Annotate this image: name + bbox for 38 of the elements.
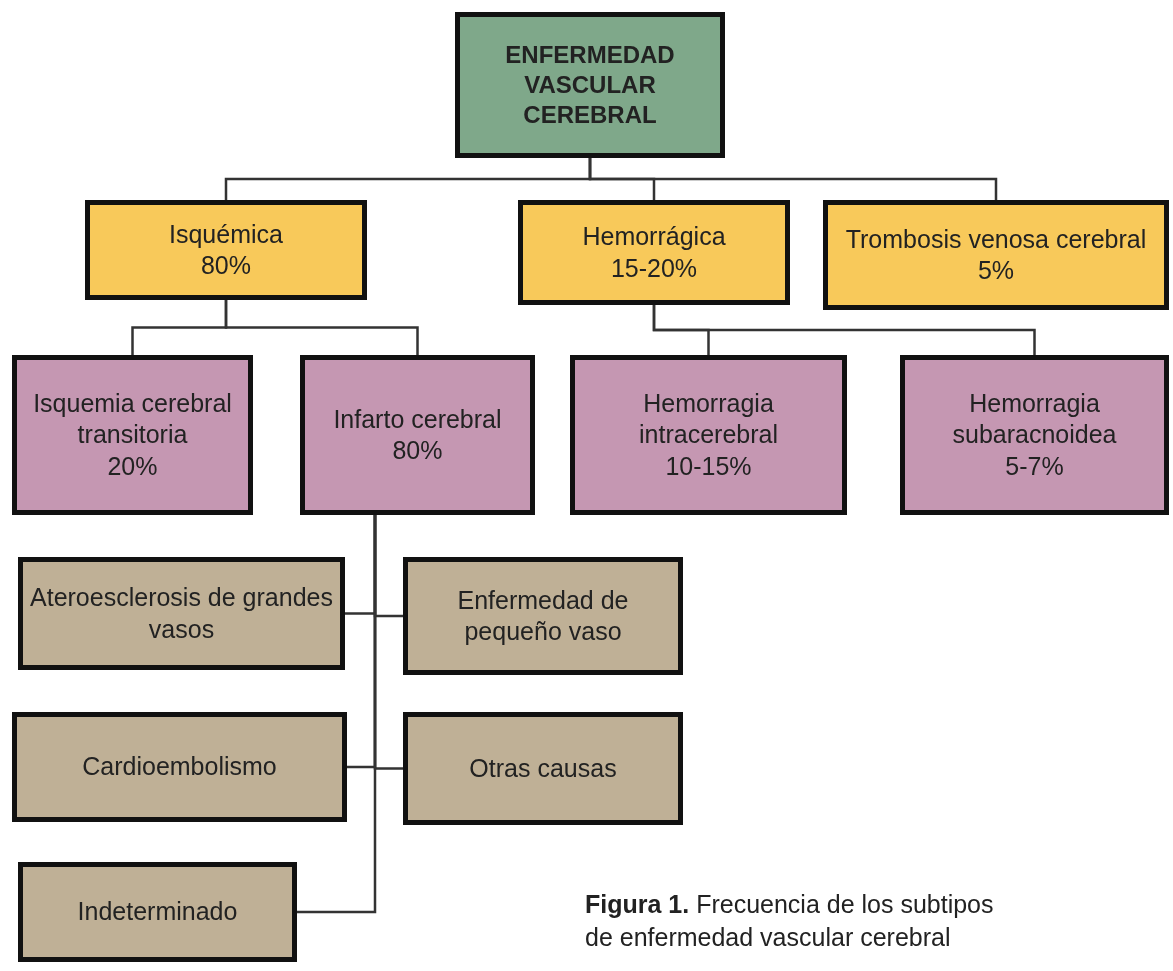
box-text: ENFERMEDAD VASCULAR CEREBRAL — [504, 40, 676, 130]
category-box — [18, 862, 297, 962]
box-text: Isquémica — [169, 218, 283, 250]
box-text: Indeterminado — [77, 896, 238, 928]
connector-line — [224, 300, 419, 355]
box-text: Hemorragia subaracnoidea — [951, 388, 1118, 451]
category-box — [403, 712, 683, 825]
box-text: Trombosis venosa cerebral — [845, 223, 1147, 255]
box-text: Enfermedad de pequeño vaso — [456, 584, 630, 647]
box-text: Otras causas — [469, 752, 617, 784]
box-text: 5% — [977, 255, 1015, 286]
box-text: 5-7% — [1005, 450, 1064, 482]
connector-line — [297, 515, 377, 914]
box-text: Isquemia cerebral transitoria — [32, 388, 233, 451]
title-box — [455, 12, 725, 158]
category-box — [570, 355, 847, 515]
box-text: 20% — [107, 450, 158, 482]
box-text: Infarto cerebral — [333, 403, 502, 435]
box-text: Hemorrágica — [582, 221, 726, 253]
box-text: 10-15% — [665, 450, 752, 482]
category-box — [518, 200, 790, 305]
box-text: 80% — [200, 250, 251, 281]
category-box — [403, 557, 683, 675]
category-box — [12, 355, 253, 515]
box-text: Ateroesclerosis de grandes vasos — [29, 582, 334, 645]
figure-caption: Figura 1. Frecuencia de los subtipos de enfermedad vascular cerebral — [585, 889, 995, 953]
connector-line — [588, 158, 998, 200]
category-box — [300, 355, 535, 515]
box-text: Cardioembolismo — [82, 751, 277, 783]
box-text: 80% — [392, 435, 443, 466]
category-box — [12, 712, 347, 822]
category-box — [85, 200, 367, 300]
connector-line — [652, 305, 1036, 355]
category-box — [900, 355, 1169, 515]
category-box — [18, 557, 345, 670]
category-box — [823, 200, 1169, 310]
box-text: 15-20% — [610, 252, 698, 284]
box-text: Hemorragia intracerebral — [638, 388, 779, 451]
